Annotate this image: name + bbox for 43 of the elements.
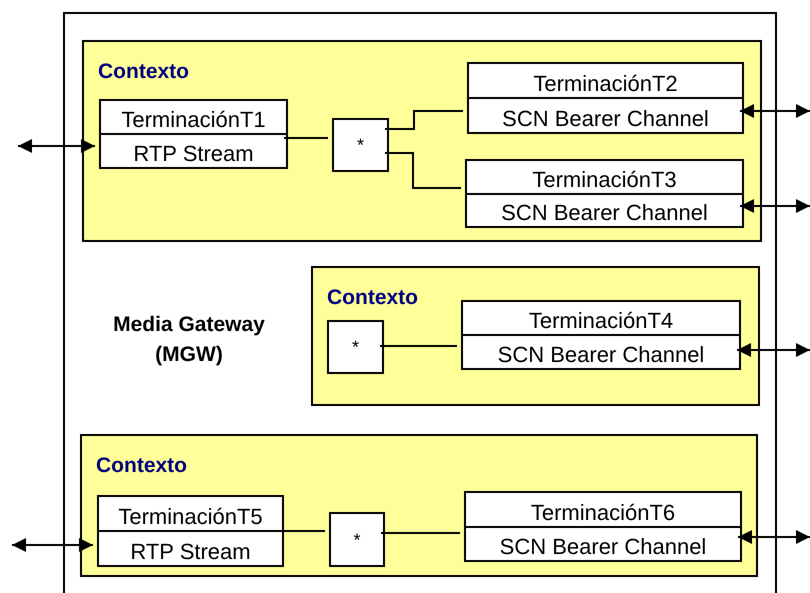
double-arrow [12,538,93,552]
termination-box [465,159,744,228]
context-panel [82,40,762,242]
context-title: Contexto [98,60,189,84]
gateway-frame [63,12,777,593]
double-arrow [738,530,810,544]
connector-line [380,345,457,347]
context-panel [80,434,758,577]
termination-name: TerminaciónT3 [531,166,678,192]
asterisk: * [356,136,364,154]
termination-box [461,300,741,370]
double-arrow [740,104,810,118]
asterisk: * [353,530,360,548]
connector-line [381,532,460,534]
gateway-title: Media Gateway (MGW) [112,312,266,368]
asterisk: * [352,338,359,356]
termination-name: TerminaciónT4 [528,307,674,334]
context-box [327,320,384,374]
double-arrow [740,199,810,213]
context-title: Contexto [96,454,187,478]
connector-line [385,110,463,130]
termination-type: SCN Bearer Channel [469,97,742,132]
connector-line [284,137,328,139]
termination-name: TerminaciónT6 [530,498,676,526]
termination-name: TerminaciónT2 [532,70,679,97]
termination-box [467,62,744,134]
termination-box [97,495,284,567]
context-box [329,512,385,567]
termination-name: TerminaciónT5 [117,503,264,530]
context-title: Contexto [327,286,418,310]
termination-box [464,491,742,562]
termination-type: SCN Bearer Channel [466,526,740,560]
double-arrow [18,139,95,153]
connector-line [385,152,461,189]
double-arrow [737,343,810,357]
termination-box [99,99,288,169]
context-panel [311,266,760,406]
termination-type: SCN Bearer Channel [467,192,742,226]
termination-type: RTP Stream [99,530,282,565]
termination-type: SCN Bearer Channel [463,334,739,368]
termination-type: RTP Stream [101,133,286,167]
context-box [332,118,389,172]
termination-name: TerminaciónT1 [120,106,267,133]
